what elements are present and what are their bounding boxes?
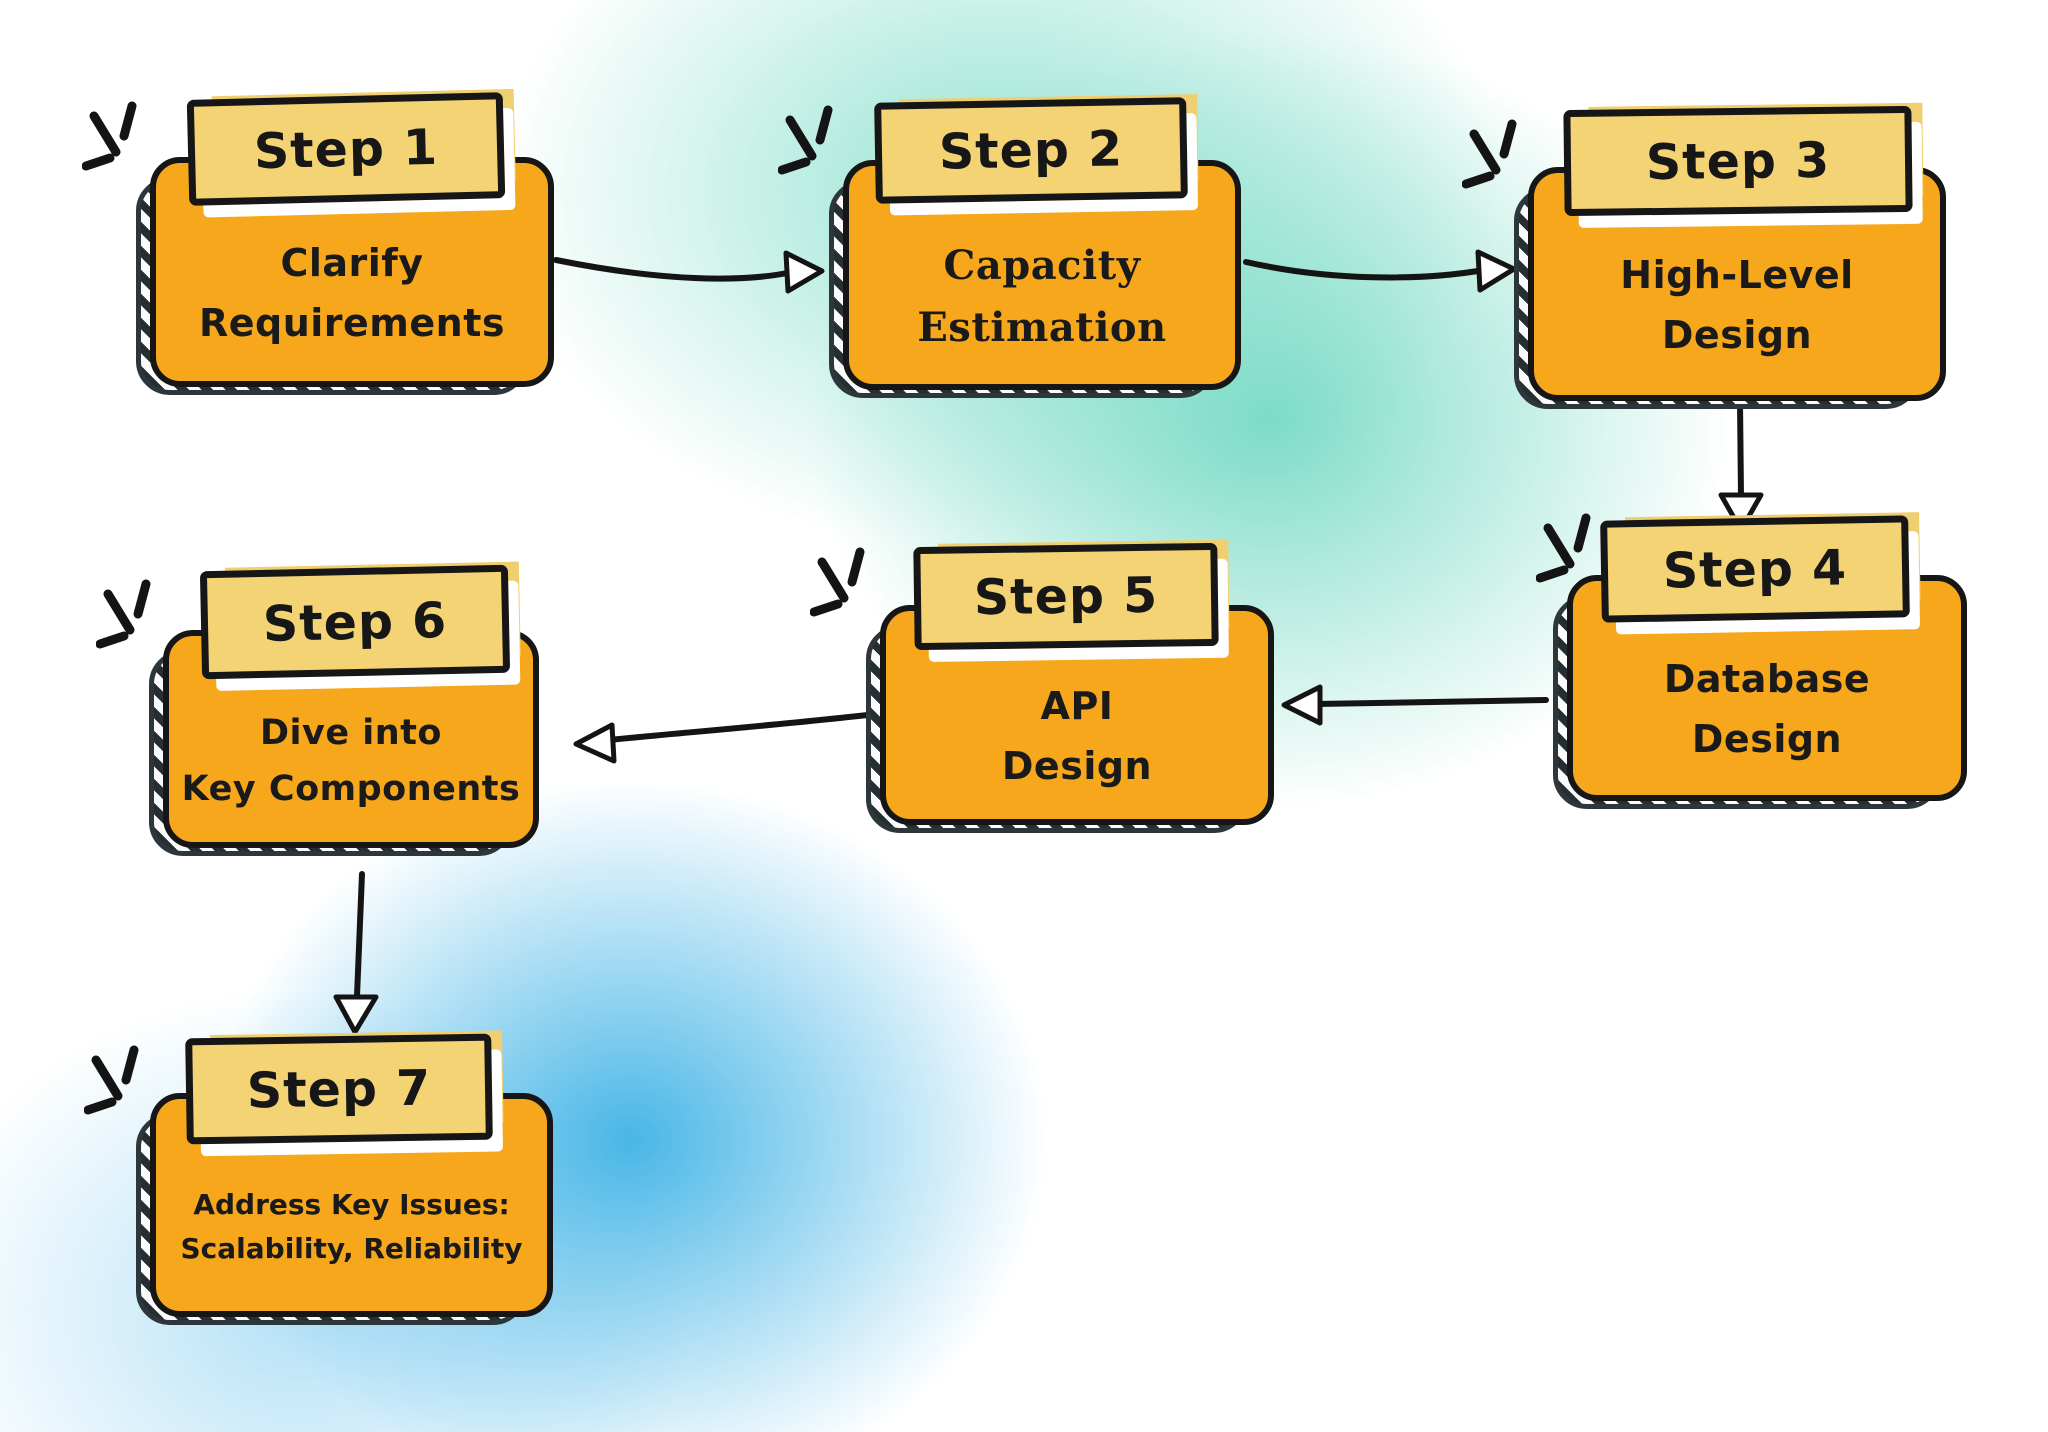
sparkle-icon	[1462, 119, 1517, 189]
sparkle-icon	[778, 105, 833, 175]
arrowhead-step4	[1718, 492, 1764, 533]
step-1-text-line2: Requirements	[198, 301, 506, 345]
arrow-step2-to-step3	[1243, 259, 1487, 281]
step-2-tab: Step 2	[874, 97, 1188, 204]
sparkle-icon	[84, 1045, 139, 1115]
sparkle-icon	[810, 547, 865, 617]
step-5-label: Step 5	[973, 566, 1159, 627]
step-7-label: Step 7	[246, 1059, 432, 1119]
step-4-text-line2: Design	[1691, 717, 1843, 761]
step-5-text-line2: Design	[1001, 744, 1153, 788]
step-5-tab: Step 5	[913, 542, 1219, 651]
step-6-text-line2: Key Components	[181, 769, 521, 809]
step-4-text-line1: Database	[1663, 657, 1871, 702]
sparkle-icon	[96, 579, 151, 649]
sparkle-icon	[82, 101, 137, 171]
arrow-step5-to-step6	[605, 711, 879, 743]
step-3-text-line2: Design	[1661, 313, 1813, 357]
step-4-tab: Step 4	[1600, 515, 1910, 623]
arrowhead-step6	[573, 722, 617, 764]
step-6-text-line1: Dive into	[260, 712, 442, 753]
step-3-label: Step 3	[1645, 131, 1831, 191]
arrowhead-step7	[333, 994, 379, 1035]
arrow-step1-to-step2	[553, 257, 795, 282]
arrowhead-step2	[783, 250, 825, 294]
step-7-text-line1: Address Key Issues:	[193, 1187, 510, 1221]
arrowhead-step5	[1281, 684, 1323, 726]
step-2-text-line1: Capacity	[943, 242, 1141, 289]
step-3-card: High-Level Design Step 3	[1514, 105, 1946, 409]
step-7-text-line2: Scalability, Reliability	[180, 1232, 523, 1265]
step-1-text-line1: Clarify	[280, 241, 424, 286]
step-1-label: Step 1	[253, 118, 439, 180]
step-5-card: API Design Step 5	[866, 542, 1274, 833]
step-6-label: Step 6	[262, 591, 448, 653]
step-7-tab: Step 7	[185, 1033, 493, 1145]
step-6-tab: Step 6	[199, 564, 511, 680]
sparkle-icon	[1536, 513, 1591, 583]
arrow-step3-to-step4	[1737, 399, 1744, 499]
arrow-step6-to-step7	[354, 871, 365, 999]
step-4-label: Step 4	[1662, 538, 1848, 600]
step-2-label: Step 2	[938, 120, 1124, 181]
step-4-card: Database Design Step 4	[1553, 515, 1967, 809]
step-1-tab: Step 1	[186, 92, 506, 206]
step-3-text-line1: High-Level	[1620, 253, 1854, 298]
step-7-card: Address Key Issues: Scalability, Reliabi…	[136, 1033, 553, 1325]
step-5-text-line1: API	[1040, 684, 1114, 729]
step-6-card: Dive into Key Components Step 6	[149, 564, 539, 856]
arrowhead-step3	[1475, 249, 1517, 293]
step-3-tab: Step 3	[1563, 105, 1913, 217]
step-2-text-line2: Estimation	[917, 304, 1167, 351]
arrow-step4-to-step5	[1313, 697, 1549, 707]
step-1-card: Clarify Requirements Step 1	[136, 92, 554, 395]
step-7-body: Address Key Issues: Scalability, Reliabi…	[136, 1093, 553, 1325]
step-2-card: Capacity Estimation Step 2	[829, 97, 1241, 398]
